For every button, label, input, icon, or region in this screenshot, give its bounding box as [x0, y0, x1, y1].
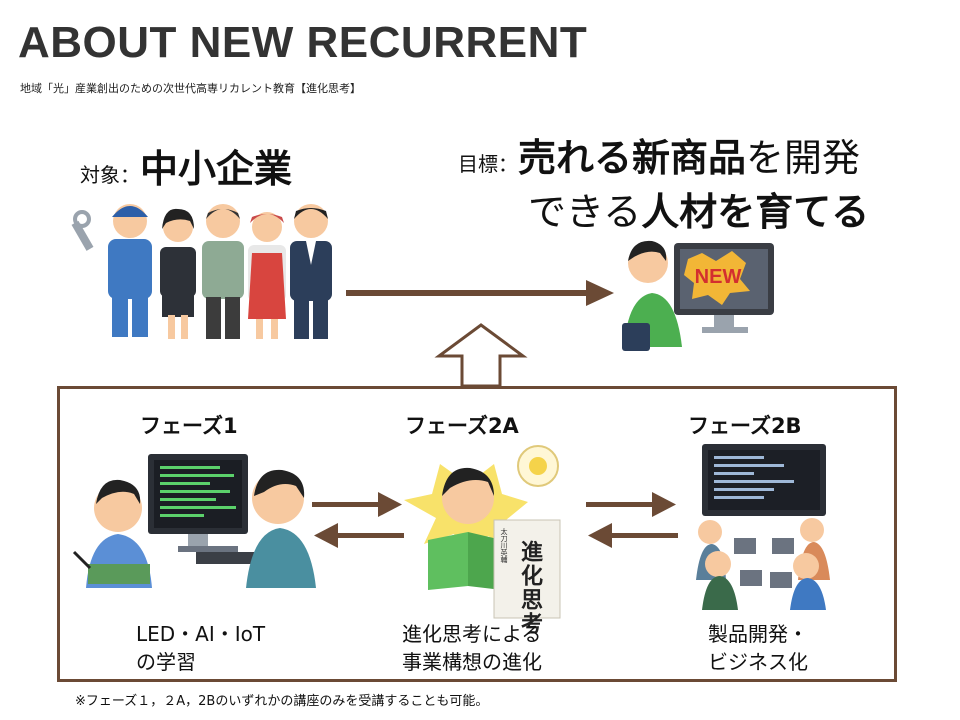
- book-cover: 進化思考 太刀川英輔: [493, 519, 561, 636]
- phase-2b-title: フェーズ2B: [688, 414, 802, 438]
- phase-1-illustration: [72, 454, 316, 588]
- office-woman-figure: [160, 208, 196, 339]
- phase-1-caption-line2: の学習: [136, 650, 196, 674]
- goal-label: 目標：: [458, 152, 518, 176]
- footnote: ※フェーズ１，２A，2Bのいずれかの講座のみを受講することも可能。: [75, 694, 489, 709]
- phase-1-title: フェーズ1: [140, 414, 238, 438]
- book-author-text: 太刀川英輔: [500, 527, 508, 564]
- phase-1-caption-line1: LED・AI・IoT: [136, 622, 266, 646]
- mechanic-figure: [71, 204, 152, 337]
- phase-2b-caption-line1: 製品開発・: [708, 622, 808, 646]
- book-title-text: 進化思考: [517, 540, 543, 636]
- elder-worker-figure: [202, 204, 244, 339]
- target-label: 対象：: [80, 163, 140, 187]
- phase-2a-caption: 進化思考による 事業構想の進化: [402, 620, 542, 676]
- phase-2a-caption-line2: 事業構想の進化: [402, 650, 542, 674]
- phase-2a-caption-line1: 進化思考による: [402, 622, 542, 646]
- goal-bold-1: 売れる新商品: [518, 136, 747, 180]
- shop-woman-figure: [248, 212, 286, 339]
- goal-bold-2: 人材を育てる: [641, 190, 870, 234]
- up-hollow-arrow: [434, 323, 528, 388]
- phase-2b-illustration: [696, 444, 830, 610]
- meeting-people: [696, 518, 830, 610]
- new-product-illustration: NEW: [622, 240, 774, 351]
- phase-1-caption: LED・AI・IoT の学習: [136, 620, 265, 676]
- phase-2a-title: フェーズ2A: [405, 414, 519, 438]
- new-badge-text: NEW: [695, 266, 742, 288]
- goal-normal-2: できる: [528, 190, 642, 234]
- phase-2b-caption-line2: ビジネス化: [708, 650, 808, 674]
- phase-box: [57, 386, 897, 682]
- arrows-phase2a-2b: [586, 492, 678, 548]
- phase-2b-caption: 製品開発・ ビジネス化: [708, 620, 808, 676]
- page-title: ABOUT NEW RECURRENT: [18, 18, 588, 67]
- main-right-arrow: [346, 280, 614, 306]
- phase-2a-illustration: 進化思考 太刀川英輔: [404, 445, 561, 636]
- workers-illustration: [71, 204, 332, 339]
- salaryman-figure: [290, 204, 332, 339]
- arrows-phase1-2a: [312, 492, 404, 548]
- goal-normal-1: を開発: [746, 136, 861, 180]
- target-value: 中小企業: [140, 147, 293, 191]
- target-heading: 対象： 中小企業: [80, 138, 292, 193]
- page-subtitle: 地域「光」産業創出のための次世代高専リカレント教育【進化思考】: [20, 82, 361, 95]
- goal-heading: 目標： 売れる新商品 を開発 できる 人材を育てる: [458, 134, 869, 236]
